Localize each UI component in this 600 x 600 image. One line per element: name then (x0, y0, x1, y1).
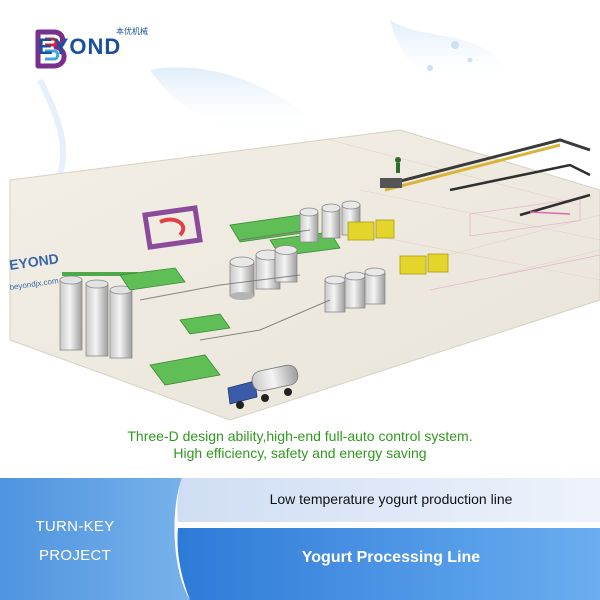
tagline-line-1: Three-D design ability,high-end full-aut… (127, 428, 473, 444)
brand-name: EYOND (38, 34, 122, 59)
water-splash-icon (37, 20, 505, 182)
silo-group (59, 272, 138, 359)
product-subtitle: Low temperature yogurt production line (269, 491, 513, 507)
product-name: Yogurt Processing Line (301, 549, 481, 566)
turnkey-label: TURN-KEY (35, 518, 115, 535)
filling-conveyor (380, 138, 591, 217)
milk-truck-icon (227, 364, 299, 409)
project-label: PROJECT (38, 547, 112, 564)
svg-text:EYOND: EYOND (8, 250, 60, 273)
footer-band (0, 478, 600, 600)
green-platforms (119, 214, 341, 386)
logo-b-icon (35, 29, 67, 69)
tank-icon (229, 200, 386, 313)
brand-chinese-name: 本优机械 (116, 27, 148, 36)
tagline-line-2: High efficiency, safety and energy savin… (173, 445, 427, 461)
filling-machines (347, 219, 449, 275)
